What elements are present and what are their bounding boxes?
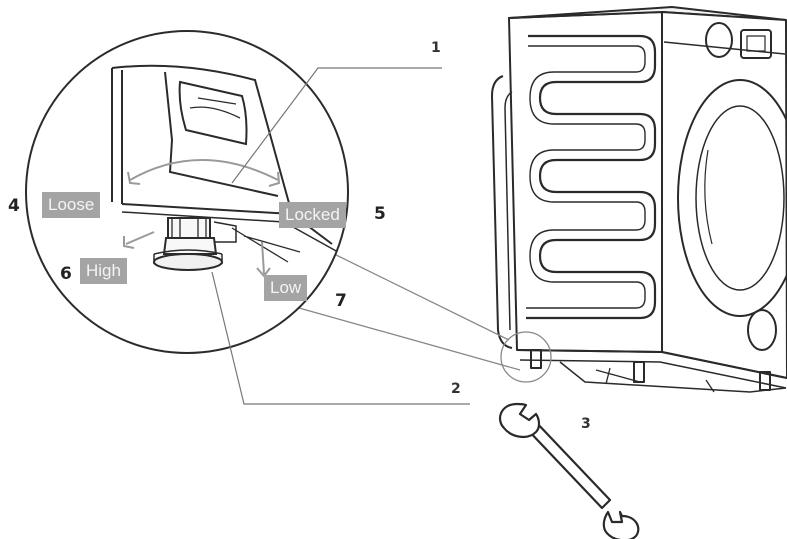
- high-label: High: [80, 258, 127, 284]
- connector-line-upper: [325, 249, 510, 341]
- arc-arrow-right: [268, 171, 281, 187]
- callout-3: 3: [581, 416, 591, 432]
- foot-center: [633, 361, 645, 383]
- high-number: 6: [60, 264, 72, 284]
- foot-right: [759, 371, 771, 391]
- washing-machine: [491, 6, 787, 393]
- high-arrow: [125, 231, 155, 245]
- callout-1-leader: [231, 67, 442, 184]
- loose-number: 4: [8, 196, 20, 216]
- connector-line-lower: [291, 305, 521, 371]
- filter-cover: [747, 309, 777, 351]
- locked-number: 5: [374, 204, 386, 224]
- callout-2-leader: [211, 271, 470, 405]
- selector-knob: [705, 22, 733, 58]
- locked-label: Locked: [279, 202, 346, 228]
- foot-left: [530, 349, 542, 369]
- door-glass: [695, 105, 785, 291]
- low-arrow: [261, 241, 265, 275]
- arc-arrow-left: [127, 171, 141, 185]
- wrench-tool: [499, 402, 640, 539]
- door-outer: [677, 79, 787, 317]
- low-number: 7: [335, 291, 347, 311]
- rotation-arc: [129, 159, 279, 181]
- callout-2: 2: [451, 381, 461, 397]
- detail-marker-circle: [500, 331, 552, 383]
- callout-1: 1: [431, 40, 441, 56]
- display-panel: [740, 29, 772, 59]
- loose-label: Loose: [42, 192, 101, 218]
- low-label: Low: [264, 275, 308, 301]
